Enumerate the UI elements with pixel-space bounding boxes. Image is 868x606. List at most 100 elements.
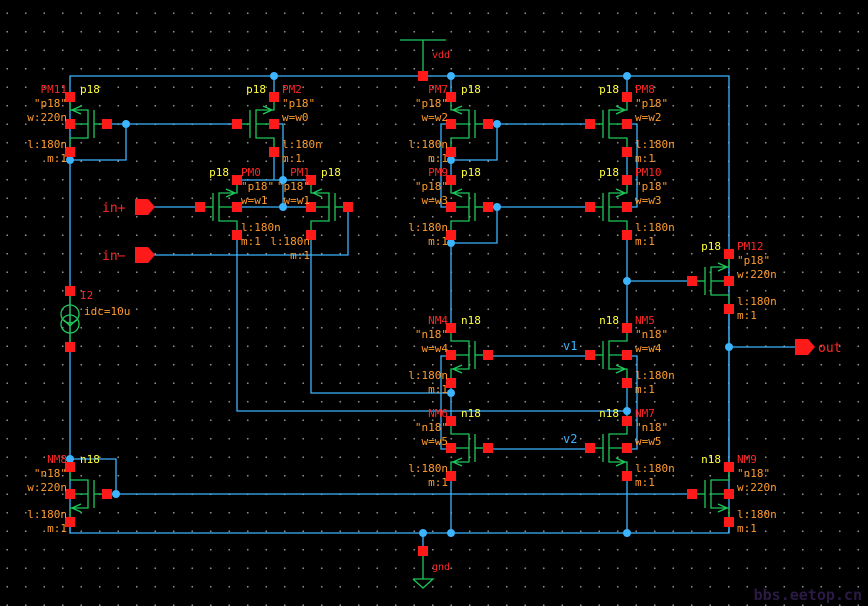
wire[interactable] [70, 124, 127, 161]
bulk-pin[interactable] [622, 202, 632, 212]
device-symbol-line [412, 578, 435, 589]
source-drain-pin[interactable] [65, 92, 75, 102]
wire[interactable] [451, 124, 498, 161]
source-drain-pin[interactable] [232, 230, 242, 240]
wire[interactable] [451, 207, 498, 244]
bulk-pin[interactable] [446, 350, 456, 360]
gate-pin[interactable] [483, 119, 493, 129]
bulk-pin[interactable] [306, 202, 316, 212]
device-l-label: l:180n [408, 138, 448, 151]
bulk-pin[interactable] [446, 119, 456, 129]
source-drain-pin[interactable] [622, 378, 632, 388]
source-drain-pin[interactable] [622, 471, 632, 481]
device-symbol-line [451, 364, 463, 374]
gate-pin[interactable] [585, 350, 595, 360]
source-drain-pin[interactable] [446, 92, 456, 102]
gate-pin[interactable] [343, 202, 353, 212]
gate-pin[interactable] [585, 119, 595, 129]
gate-pin[interactable] [483, 202, 493, 212]
wire[interactable] [236, 235, 627, 412]
in-minus-wire[interactable] [150, 207, 349, 256]
in-minus-pin-shape[interactable] [135, 247, 155, 263]
i2-pin-top[interactable] [65, 286, 75, 296]
out-pin[interactable] [795, 339, 815, 355]
source-drain-pin[interactable] [622, 92, 632, 102]
device-cell-label: "n18" [737, 467, 770, 480]
source-drain-pin[interactable] [446, 175, 456, 185]
source-drain-pin[interactable] [446, 230, 456, 240]
source-drain-pin[interactable] [65, 462, 75, 472]
in-plus-pin-shape[interactable] [135, 199, 155, 215]
vdd-pin[interactable] [418, 71, 428, 81]
gate-pin[interactable] [102, 489, 112, 499]
bulk-pin[interactable] [446, 443, 456, 453]
gate-pin[interactable] [483, 350, 493, 360]
bulk-pin[interactable] [269, 119, 279, 129]
source-drain-pin[interactable] [724, 304, 734, 314]
source-drain-pin[interactable] [446, 323, 456, 333]
source-drain-pin[interactable] [65, 147, 75, 157]
bulk-pin[interactable] [622, 119, 632, 129]
in-minus-pin[interactable] [135, 247, 155, 263]
wire[interactable] [70, 458, 117, 494]
gnd-pin[interactable] [418, 546, 428, 556]
source-drain-pin[interactable] [65, 517, 75, 527]
gate-pin[interactable] [195, 202, 205, 212]
source-drain-pin[interactable] [446, 416, 456, 426]
source-drain-pin[interactable] [446, 147, 456, 157]
rail-wire[interactable] [69, 75, 730, 534]
gate-pin[interactable] [483, 443, 493, 453]
bulk-pin[interactable] [232, 202, 242, 212]
gate-pin[interactable] [102, 119, 112, 129]
bulk-pin[interactable] [724, 489, 734, 499]
source-drain-pin[interactable] [446, 378, 456, 388]
source-drain-pin[interactable] [269, 92, 279, 102]
gate-pin[interactable] [687, 489, 697, 499]
wire[interactable] [310, 235, 451, 394]
source-drain-pin[interactable] [724, 249, 734, 259]
source-drain-pin[interactable] [622, 323, 632, 333]
source-drain-pin[interactable] [724, 517, 734, 527]
bulk-pin[interactable] [622, 443, 632, 453]
bulk-pin[interactable] [65, 119, 75, 129]
gate-pin[interactable] [585, 443, 595, 453]
gate-pin[interactable] [232, 119, 242, 129]
bulk-pin[interactable] [446, 202, 456, 212]
source-drain-pin[interactable] [306, 175, 316, 185]
in-plus-pin[interactable] [135, 199, 155, 215]
source-drain-pin[interactable] [306, 230, 316, 240]
source-drain-pin[interactable] [622, 416, 632, 426]
source-drain-pin[interactable] [269, 147, 279, 157]
source-drain-pin[interactable] [232, 175, 242, 185]
wire[interactable] [274, 123, 284, 207]
gate-pin[interactable] [687, 276, 697, 286]
bulk-pin[interactable] [724, 276, 734, 286]
i2-pin-bottom[interactable] [65, 342, 75, 352]
source-drain-pin[interactable] [622, 230, 632, 240]
source-drain-pin[interactable] [724, 462, 734, 472]
out-pin-shape[interactable] [795, 339, 815, 355]
source-drain-pin[interactable] [446, 471, 456, 481]
bulk-pin[interactable] [622, 350, 632, 360]
source-drain-pin[interactable] [622, 147, 632, 157]
bulk-pin[interactable] [65, 489, 75, 499]
gate-pin[interactable] [585, 202, 595, 212]
source-drain-pin[interactable] [622, 175, 632, 185]
